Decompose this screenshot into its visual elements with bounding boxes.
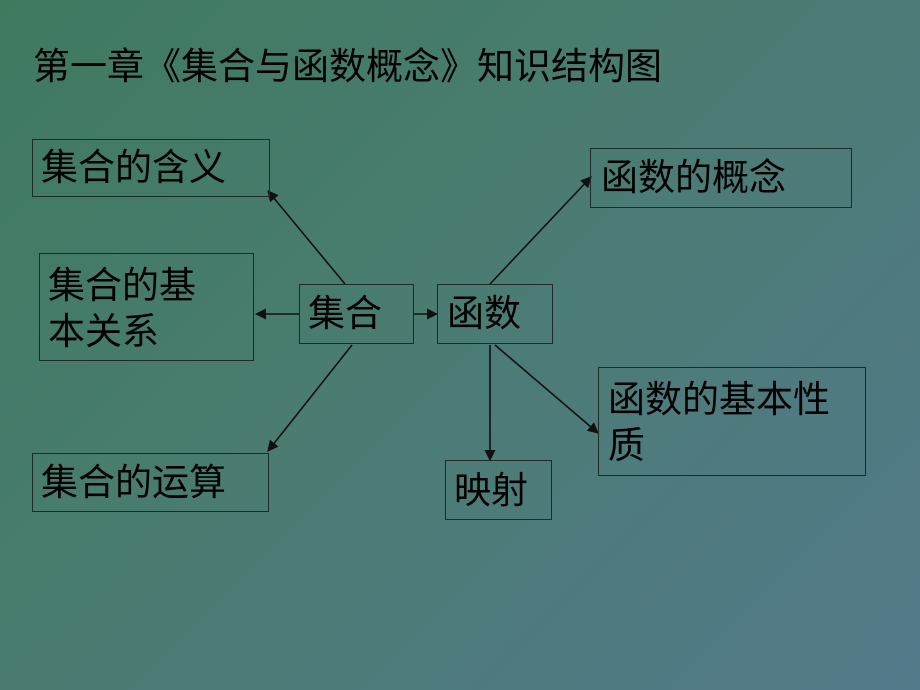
node-set-relations-label-line2: 本关系: [48, 310, 159, 353]
node-mapping: 映射: [445, 460, 552, 520]
node-function-properties: 函数的基本性 质: [598, 367, 866, 476]
node-mapping-label: 映射: [454, 469, 528, 512]
node-function-properties-label-line1: 函数的基本性: [608, 378, 830, 421]
node-set-relations: 集合的基 本关系: [39, 253, 254, 361]
edge-function-to-function-properties: [494, 344, 599, 434]
node-set-label: 集合: [308, 292, 382, 335]
node-set-meaning: 集合的含义: [32, 139, 270, 197]
node-set: 集合: [299, 284, 414, 344]
edge-set-to-set-meaning: [267, 190, 346, 285]
node-set-operations-label: 集合的运算: [41, 461, 226, 504]
node-function-concept-label: 函数的概念: [601, 156, 786, 199]
node-function-label: 函数: [447, 292, 521, 335]
edge-set-to-set-operations: [267, 344, 353, 452]
node-set-meaning-label: 集合的含义: [41, 146, 226, 189]
node-function-properties-label-line2: 质: [608, 424, 645, 467]
node-set-relations-label-line1: 集合的基: [48, 264, 196, 307]
edge-function-to-function-concept: [489, 176, 592, 285]
node-function-concept: 函数的概念: [590, 148, 852, 208]
node-function: 函数: [437, 284, 553, 344]
node-set-operations: 集合的运算: [32, 453, 269, 512]
diagram-title: 第一章《集合与函数概念》知识结构图: [33, 45, 662, 88]
